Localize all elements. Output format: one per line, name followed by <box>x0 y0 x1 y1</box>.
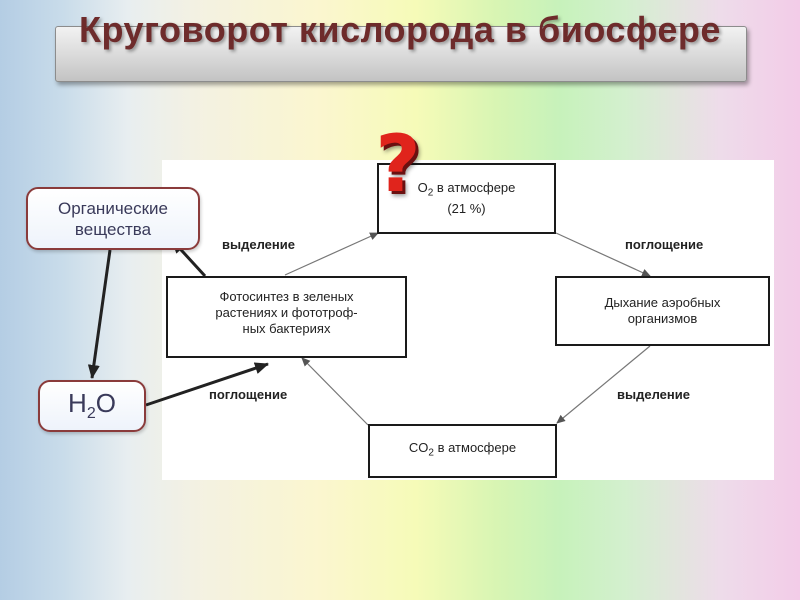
organic-line-2: вещества <box>74 219 152 239</box>
label-release-top: выделение <box>222 237 295 252</box>
co2-label: в атмосфере <box>433 440 517 456</box>
resp-line-1: Дыхание аэробных <box>604 295 721 310</box>
o2-subscript: 2 <box>427 187 434 199</box>
photo-line-3: ных бактериях <box>242 321 331 336</box>
water-formula: H2O <box>68 388 116 423</box>
label-absorb-bottom: поглощение <box>209 387 288 402</box>
node-co2-atmosphere: CO2 в атмосфере <box>368 424 557 478</box>
box-organic-matter: Органические вещества <box>26 187 200 250</box>
co2-subscript: 2 <box>428 447 434 459</box>
label-absorb-top: поглощение <box>625 237 704 252</box>
photo-line-1: Фотосинтез в зеленых <box>219 289 354 304</box>
title-bar <box>55 26 747 82</box>
o2-symbol: O <box>417 179 428 195</box>
co2-symbol: CO <box>408 440 429 456</box>
arrow-co2-to-photo <box>301 357 369 426</box>
resp-line-2: организмов <box>627 311 698 326</box>
arrow-resp-to-co2 <box>556 345 651 424</box>
water-subscript: 2 <box>86 405 96 423</box>
organic-line-1: Органические <box>57 198 169 218</box>
box-water: H2O <box>38 380 146 432</box>
o2-line1: O2 в атмосфере <box>418 180 516 202</box>
label-release-bottom: выделение <box>617 387 690 402</box>
node-respiration: Дыхание аэробных организмов <box>555 276 770 346</box>
water-h: H <box>68 388 87 419</box>
node-photosynthesis: Фотосинтез в зеленых растениях и фототро… <box>166 276 407 358</box>
co2-line: CO2 в атмосфере <box>409 440 516 462</box>
slide-title: Круговорот кислорода в биосфере <box>79 9 721 50</box>
arrow-organic-to-water <box>87 249 112 379</box>
node-o2-atmosphere: O2 в атмосфере (21 %) <box>377 163 556 234</box>
water-o: O <box>95 388 116 419</box>
question-mark-icon: ? <box>375 120 421 210</box>
o2-label: в атмосфере <box>433 179 516 195</box>
arrow-water-to-photo <box>145 362 269 407</box>
o2-percent: (21 %) <box>447 201 486 217</box>
photo-line-2: растениях и фототроф- <box>215 305 358 320</box>
arrow-o2-to-resp <box>555 232 651 277</box>
arrow-photo-to-o2 <box>284 232 379 276</box>
